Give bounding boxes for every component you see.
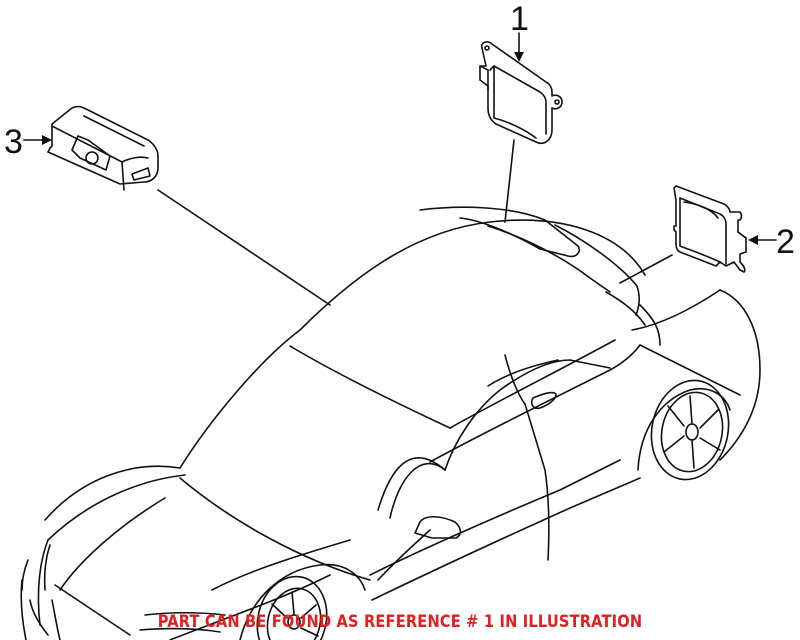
callout-number-3: 3 [4, 123, 23, 161]
part-2-control-module[interactable] [673, 185, 777, 273]
leader-line-2 [619, 254, 673, 284]
car-illustration [20, 206, 761, 640]
reference-note: PART CAN BE FOUND AS REFERENCE # 1 IN IL… [157, 612, 643, 632]
leader-lines [157, 139, 673, 306]
callout-number-2: 2 [776, 223, 795, 261]
leader-line-3 [157, 189, 331, 306]
callout-number-1: 1 [510, 0, 529, 38]
part-1-control-module[interactable] [479, 32, 563, 145]
part-3-camera-module[interactable] [23, 105, 159, 191]
leader-line-1 [504, 139, 515, 223]
